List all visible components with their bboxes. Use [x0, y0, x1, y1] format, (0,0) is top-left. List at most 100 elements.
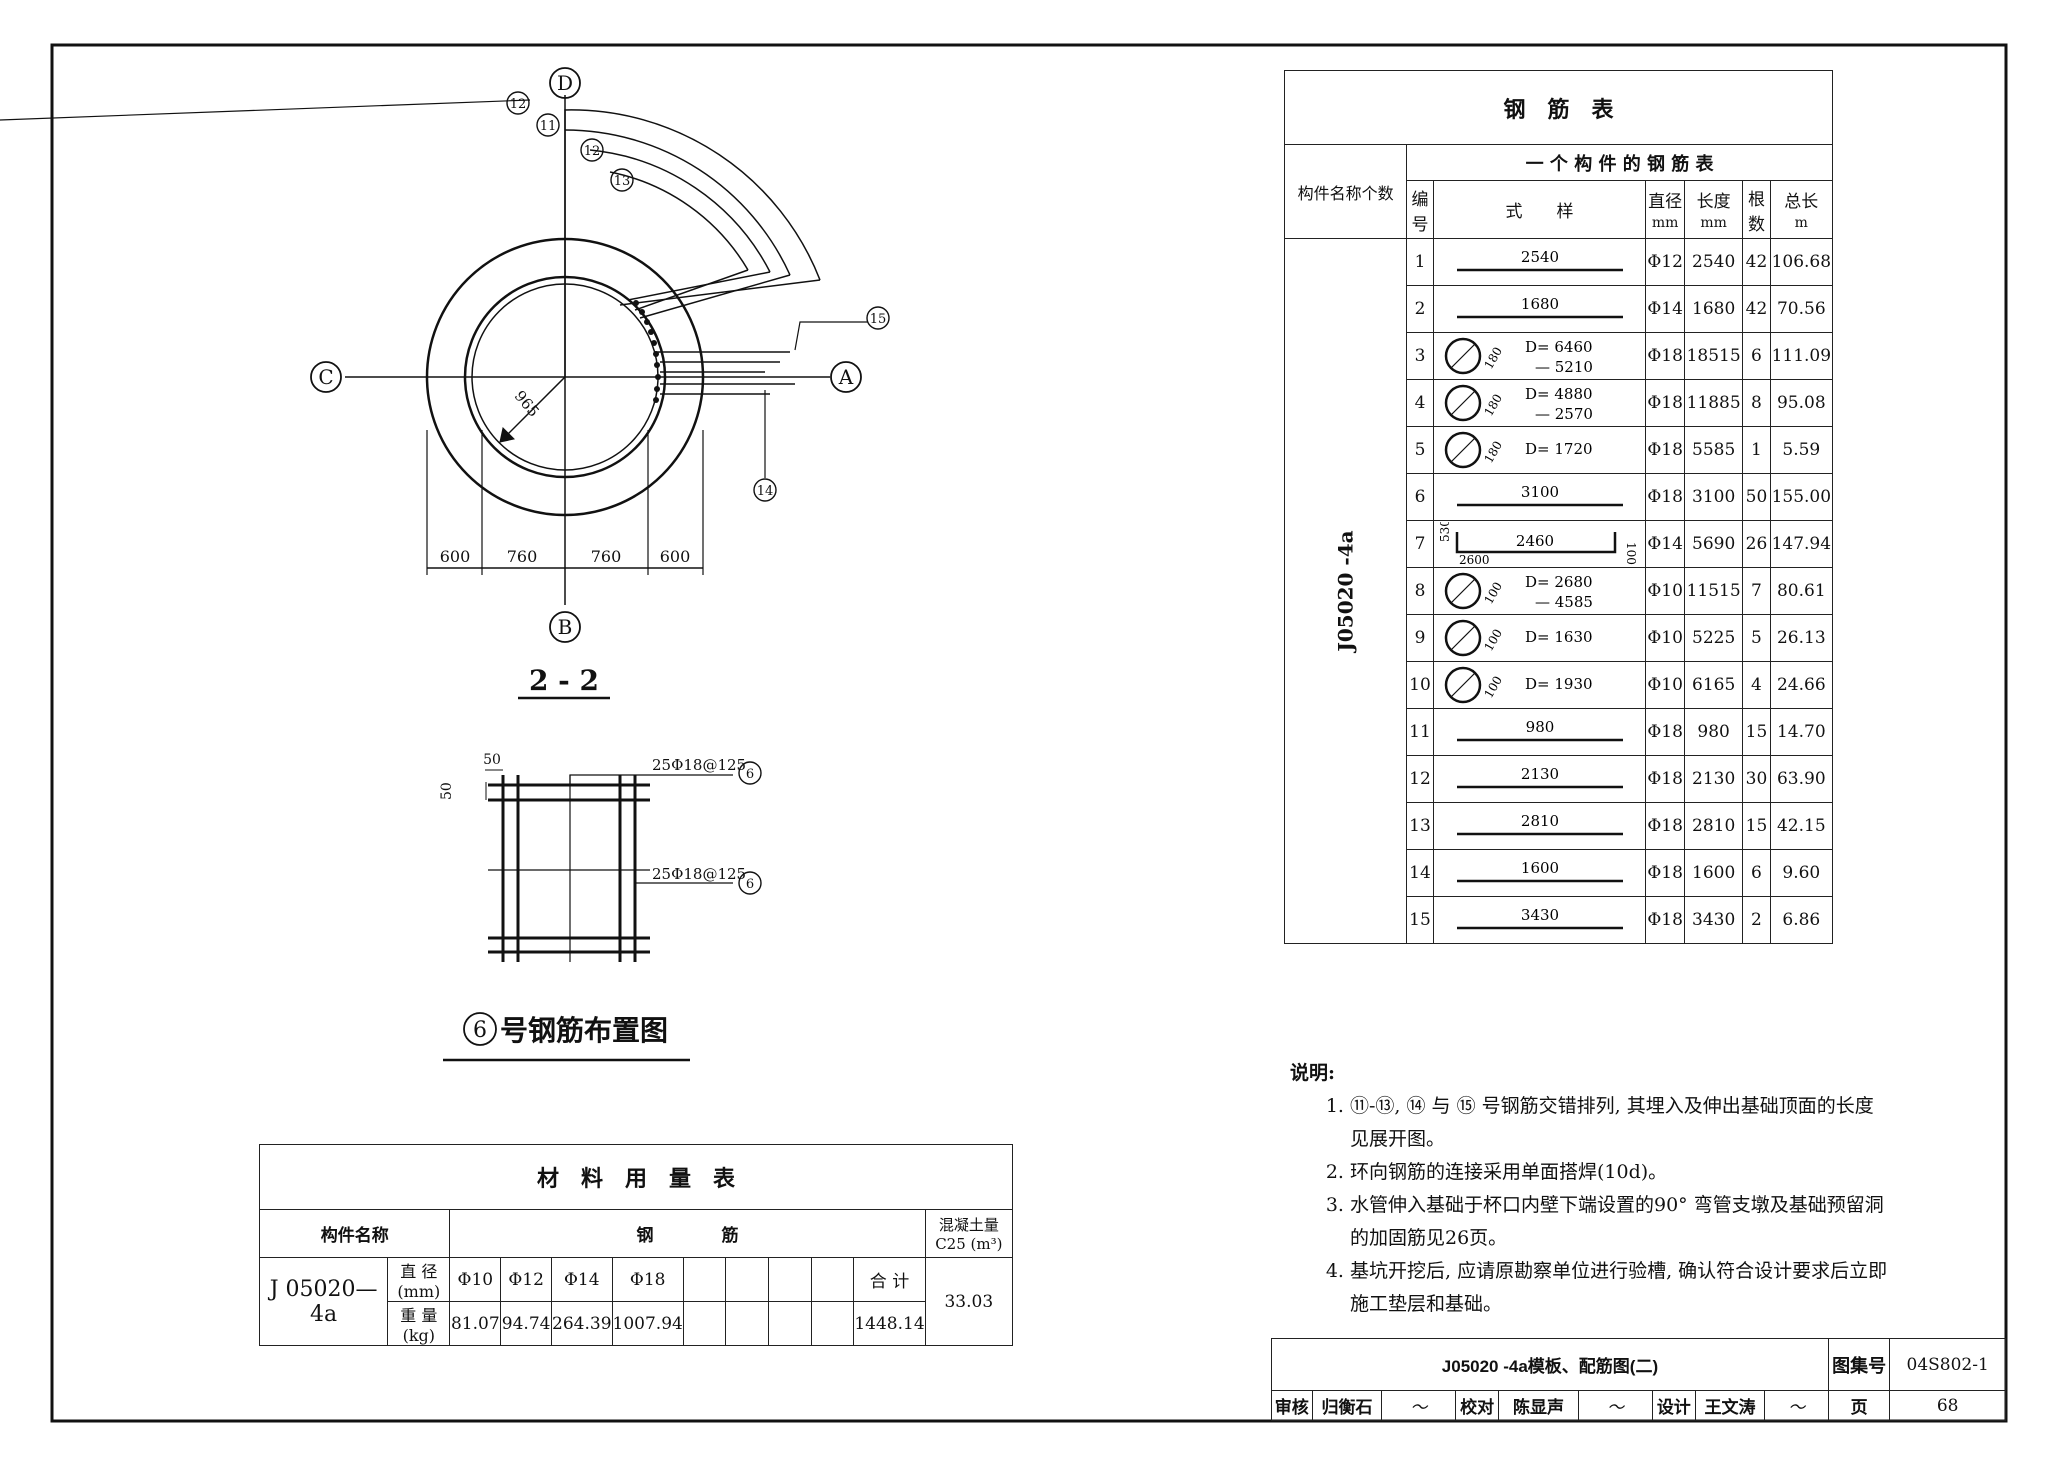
material-dia-1: Φ10 [449, 1257, 502, 1302]
material-dia-empty-4 [810, 1257, 855, 1302]
page-label: 页 [1827, 1390, 1891, 1421]
hoop-diameter [1450, 672, 1475, 698]
rebar-cell-total: 106.68 [1769, 238, 1834, 286]
rebar-cell-len: 18515 [1683, 332, 1744, 380]
material-col-concrete: 混凝土量 C25 (m³) [924, 1209, 1014, 1258]
rebar-cell-len: 5225 [1683, 614, 1744, 662]
material-sum-label: 合 计 [853, 1257, 926, 1302]
hoop-dim: D= 1720 [1525, 440, 1593, 458]
rebar-cell-dia: Φ14 [1645, 520, 1685, 568]
hoop-dim: D= 1630 [1525, 628, 1593, 646]
rebar-cell-len: 2540 [1683, 238, 1744, 286]
radius-line [499, 376, 566, 443]
rebar-cell-no: 2 [1406, 285, 1434, 333]
rebar-cell-shape: 2130 [1432, 755, 1647, 803]
detail-label-mid: 25Φ18@125 [652, 865, 746, 883]
bar-length: 3430 [1520, 906, 1558, 924]
material-dia-empty-3 [768, 1257, 812, 1302]
hoop-dim: D= 4880 [1525, 385, 1593, 403]
rebar-cell-no: 6 [1406, 473, 1434, 521]
rebar-cell-len: 11515 [1683, 567, 1744, 615]
rebar-table-title: 钢 筋 表 [1284, 70, 1833, 145]
note-item-3: 水管伸入基础于杯口内壁下端设置的90° 弯管支墩及基础预留洞的加固筋见26页。 [1350, 1189, 1890, 1255]
rebar-cell-count: 42 [1742, 285, 1771, 333]
design-name: 王文涛 [1694, 1390, 1766, 1421]
dim-2: 760 [507, 547, 538, 566]
fan-outer [564, 109, 821, 377]
axis-bubble-right [830, 361, 862, 393]
axis-label-bottom: B [558, 615, 573, 639]
hoop-circle [1444, 384, 1481, 422]
rebar-cell-len: 3100 [1683, 473, 1744, 521]
rebar-col-len-unit: mm [1700, 215, 1727, 231]
rebar-cell-len: 11885 [1683, 379, 1744, 427]
material-dia-4: Φ18 [611, 1257, 684, 1302]
fan-arc-2 [564, 129, 791, 276]
bar-length: 1600 [1520, 859, 1558, 877]
rebar-shape-drawing: 2810 [1456, 812, 1623, 836]
rebar-cell-no: 1 [1406, 238, 1434, 286]
rebar-cell-no: 11 [1406, 708, 1434, 756]
leader-15 [794, 321, 868, 351]
callout-circle-14 [753, 478, 777, 502]
rebar-cell-count: 6 [1742, 332, 1771, 380]
hoop-diameter [1450, 437, 1475, 463]
notes: 说明: ⑪-⑬, ⑭ 与 ⑮ 号钢筋交错排列, 其埋入及伸出基础顶面的长度见展开… [1290, 1057, 1890, 1321]
review-signature: ～ [1381, 1390, 1457, 1421]
section-title: 2 - 2 [529, 664, 599, 697]
rebar-cell-dia: Φ18 [1645, 802, 1685, 850]
radius-label: 965 [511, 387, 543, 421]
rebar-cell-total: 111.09 [1769, 332, 1834, 380]
material-dia-empty-2 [725, 1257, 770, 1302]
drawing-title: J05020 -4a模板、配筋图(二) [1271, 1338, 1829, 1391]
axis-label-left: C [318, 365, 333, 389]
detail-label-top: 25Φ18@125 [652, 756, 746, 774]
material-weight-empty-4 [810, 1301, 855, 1346]
rebar-dots [633, 300, 661, 403]
rebar-cell-no: 14 [1406, 849, 1434, 897]
rebar-member-label: J05020 -4a [1333, 530, 1358, 652]
detail-dim-side: 50 [439, 782, 455, 800]
material-weight-2: 94.74 [500, 1301, 553, 1346]
rebar-cell-len: 1680 [1683, 285, 1744, 333]
hoop-dim-2: — 5210 [1535, 358, 1593, 376]
rebar-cell-len: 2130 [1683, 755, 1744, 803]
rebar-cell-dia: Φ18 [1645, 849, 1685, 897]
page-no: 68 [1889, 1390, 2006, 1421]
rebar-cell-count: 6 [1742, 849, 1771, 897]
hoop-circle [1444, 431, 1481, 469]
rebar-cell-total: 26.13 [1769, 614, 1834, 662]
callout-circle-11 [536, 113, 560, 137]
material-sum-value: 1448.14 [853, 1301, 926, 1346]
hoop-hook-label: 100 [1481, 580, 1505, 607]
rebar-shape-drawing: 980 [1456, 718, 1623, 742]
rebar-cell-count: 15 [1742, 802, 1771, 850]
atlas-label: 图集号 [1827, 1338, 1891, 1391]
rebar-cell-dia: Φ18 [1645, 473, 1685, 521]
rebar-cell-shape: 2540 [1432, 238, 1647, 286]
detail-callout-circle-mid [738, 871, 762, 895]
bar-length: 3100 [1520, 483, 1558, 501]
rebar-cell-no: 5 [1406, 426, 1434, 474]
radius-arrow [499, 426, 516, 443]
hoop-dim-2: — 4585 [1535, 593, 1593, 611]
hoop-diameter [1450, 625, 1475, 651]
rebar-col-shape: 式 样 [1432, 180, 1647, 239]
rebar-cell-len: 6165 [1683, 661, 1744, 709]
detail-title-circle [463, 1012, 497, 1046]
material-weight-1: 81.07 [449, 1301, 502, 1346]
material-table: 材 料 用 量 表 构件名称 钢 筋 混凝土量 C25 (m³) J 05020… [258, 1144, 1014, 1346]
rebar-member-header: 构件名称个数 [1283, 144, 1408, 239]
